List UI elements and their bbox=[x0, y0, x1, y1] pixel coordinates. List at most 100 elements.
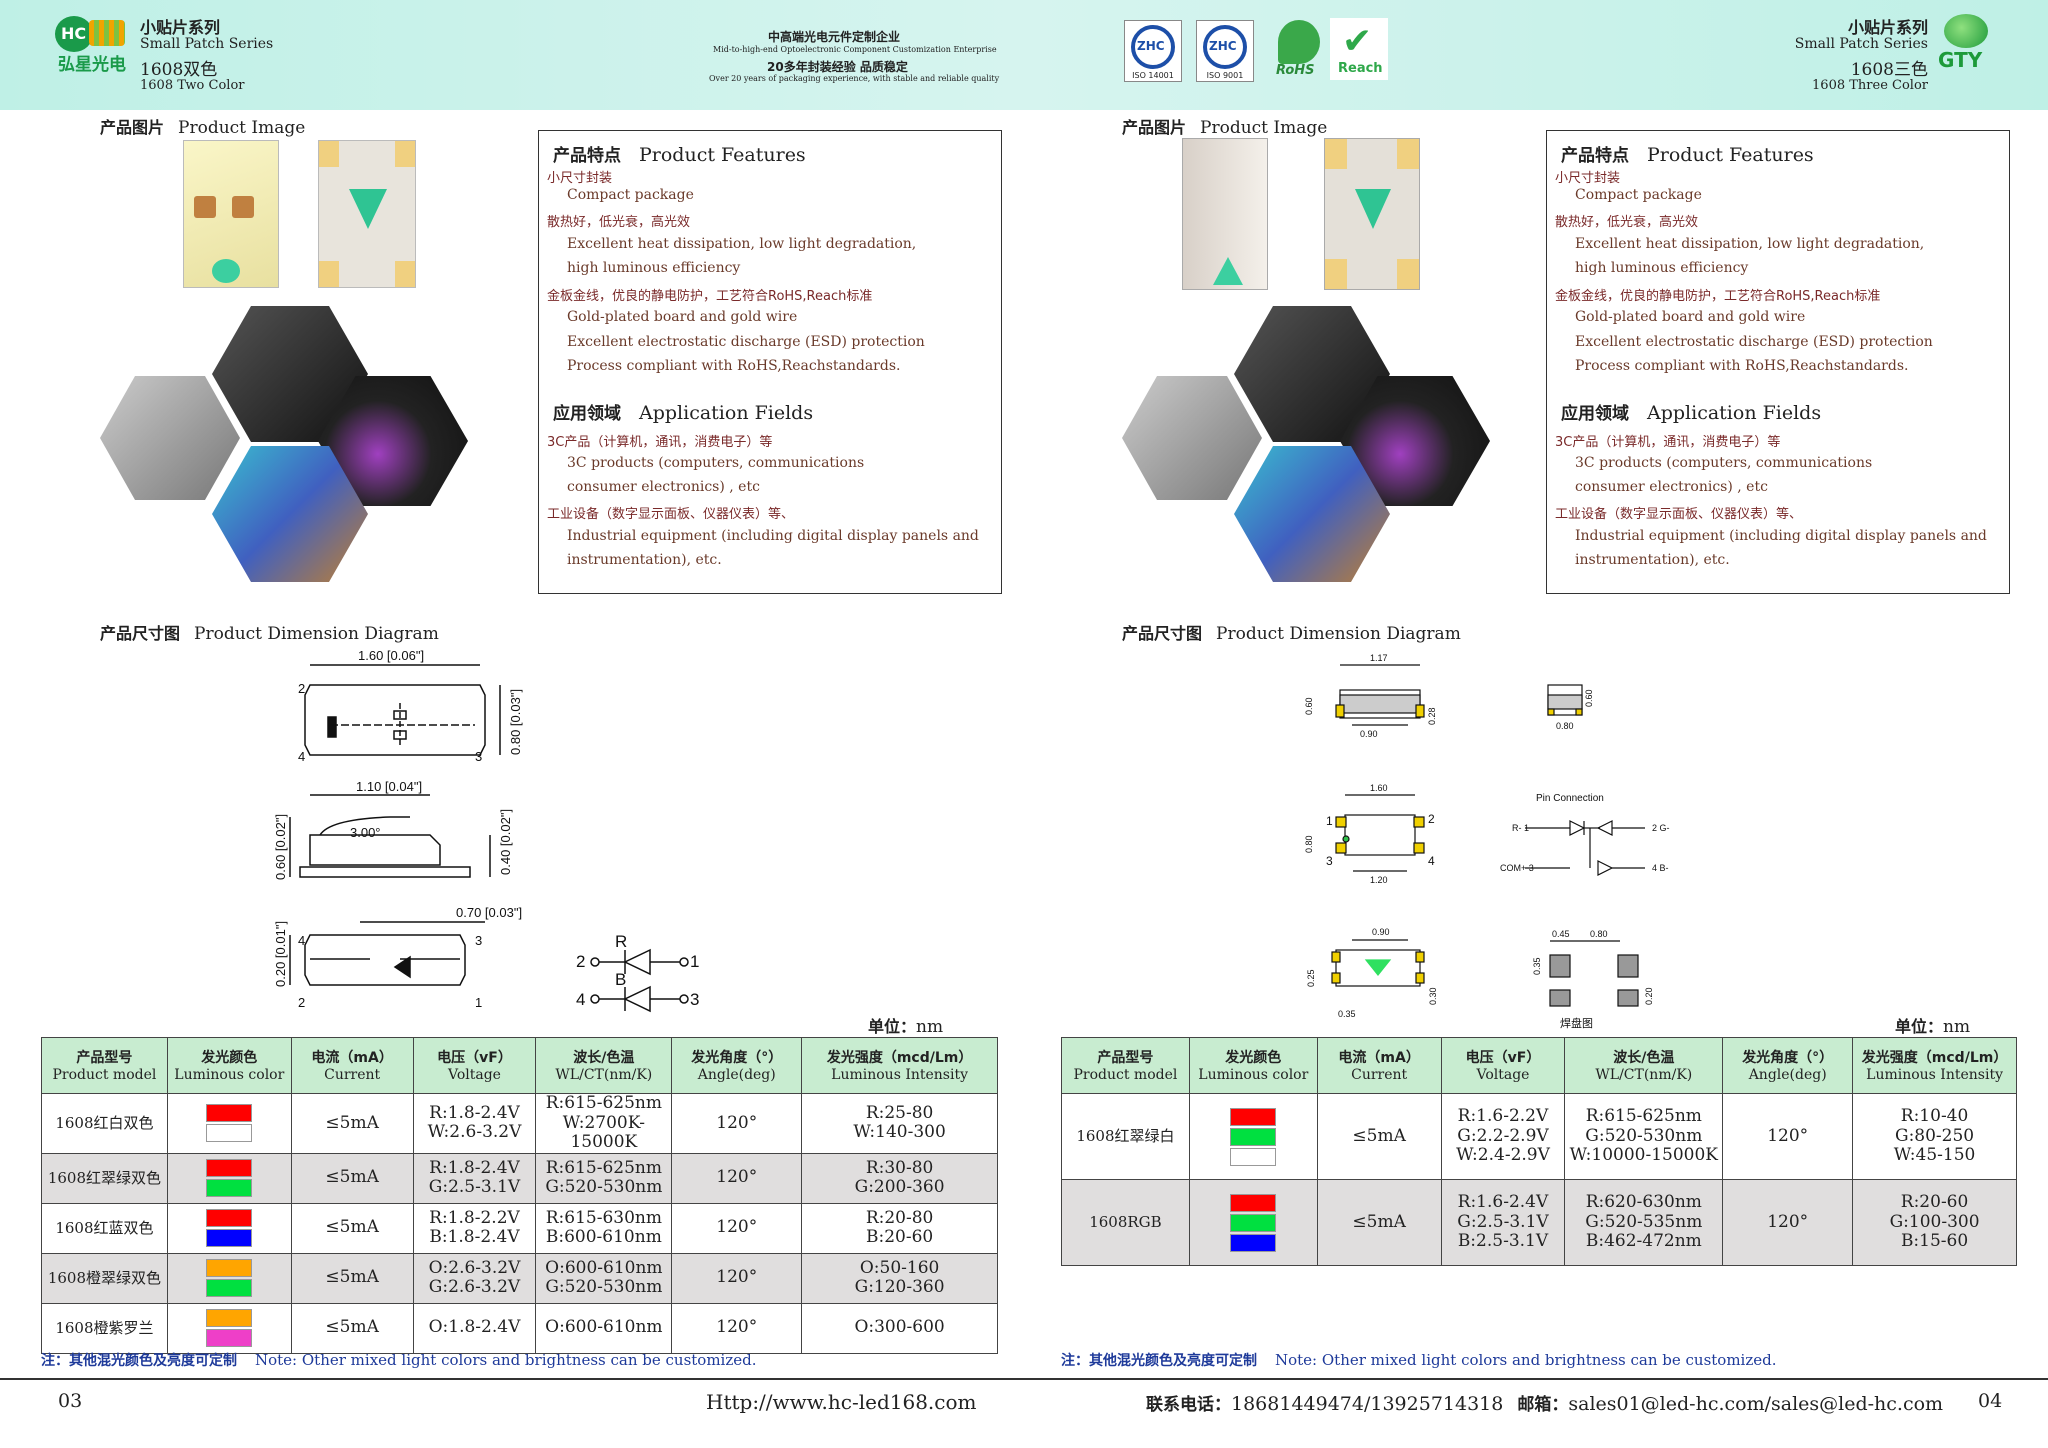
color-swatch bbox=[1230, 1107, 1277, 1126]
right-series-en: Small Patch Series bbox=[1794, 36, 1928, 52]
angle-cell: 120° bbox=[671, 1093, 803, 1154]
color-swatch bbox=[206, 1104, 253, 1123]
svg-text:4: 4 bbox=[298, 749, 305, 764]
color-swatch bbox=[1230, 1193, 1277, 1212]
svg-text:0.20: 0.20 bbox=[1644, 987, 1654, 1005]
table-header-6: 发光强度（mcd/Lm）Luminous Intensity bbox=[1852, 1037, 2017, 1094]
svg-text:2: 2 bbox=[576, 952, 585, 971]
svg-text:3: 3 bbox=[475, 749, 482, 764]
header-banner bbox=[0, 0, 2048, 110]
right-unit: 单位：nm bbox=[1895, 1017, 1971, 1037]
color-cell bbox=[1188, 1179, 1318, 1266]
wl-cell: O:600-610nm bbox=[535, 1302, 673, 1354]
svg-text:B: B bbox=[615, 970, 626, 989]
svg-text:2: 2 bbox=[298, 681, 305, 696]
left-unit: 单位：nm bbox=[868, 1017, 944, 1037]
color-swatch bbox=[1230, 1213, 1277, 1232]
current-cell: ≤5mA bbox=[1316, 1179, 1442, 1266]
rohs-icon: RoHS bbox=[1274, 18, 1324, 78]
svg-text:1.10 [0.04"]: 1.10 [0.04"] bbox=[356, 779, 422, 794]
svg-text:1: 1 bbox=[475, 995, 482, 1010]
color-swatch bbox=[206, 1159, 253, 1178]
experience-cn: 20多年封装经验 品质稳定 bbox=[767, 60, 908, 74]
color-cell bbox=[166, 1093, 292, 1154]
left-page-number: 03 bbox=[58, 1390, 83, 1412]
table-header-2: 电流（mA）Current bbox=[290, 1037, 414, 1094]
svg-text:4 B-: 4 B- bbox=[1652, 863, 1669, 873]
color-swatch bbox=[206, 1124, 253, 1143]
email-link[interactable]: sales01@led-hc.com/sales@led-hc.com bbox=[1568, 1393, 1944, 1415]
svg-text:R: R bbox=[615, 932, 627, 951]
svg-text:3: 3 bbox=[1326, 854, 1333, 868]
svg-text:0.30: 0.30 bbox=[1428, 987, 1438, 1005]
svg-text:焊盘图: 焊盘图 bbox=[1560, 1016, 1593, 1030]
table-header-6: 发光强度（mcd/Lm）Luminous Intensity bbox=[801, 1037, 998, 1094]
website-link[interactable]: Http://www.hc-led168.com bbox=[706, 1390, 977, 1414]
voltage-cell: O:1.8-2.4V bbox=[412, 1302, 537, 1354]
model-cell: 1608RGB bbox=[1061, 1179, 1190, 1266]
svg-text:0.90: 0.90 bbox=[1372, 927, 1390, 937]
app-photo-device bbox=[100, 376, 240, 500]
svg-text:3: 3 bbox=[475, 933, 482, 948]
reach-icon: ✔Reach bbox=[1330, 18, 1388, 80]
color-swatch bbox=[206, 1329, 253, 1348]
svg-text:1.60: 1.60 bbox=[1370, 783, 1388, 793]
led-photo-front bbox=[183, 140, 279, 288]
left-product-cn: 1608双色 bbox=[140, 60, 218, 80]
rgb-led-photo-back bbox=[1324, 138, 1420, 290]
right-series-cn: 小贴片系列 bbox=[1847, 18, 1928, 37]
svg-text:4: 4 bbox=[576, 990, 585, 1009]
color-cell bbox=[166, 1302, 292, 1354]
color-swatch bbox=[1230, 1147, 1277, 1166]
svg-text:4: 4 bbox=[298, 933, 305, 948]
gty-logo: GTY bbox=[1934, 14, 1994, 74]
table-header-3: 电压（vF）Voltage bbox=[1440, 1037, 1566, 1094]
led-photo-back bbox=[318, 140, 416, 288]
svg-text:1.20: 1.20 bbox=[1370, 875, 1388, 885]
svg-text:1.17: 1.17 bbox=[1370, 653, 1388, 663]
right-app-photo-device bbox=[1122, 376, 1262, 500]
hc-logo: HC bbox=[55, 14, 127, 54]
model-cell: 1608红翠绿白 bbox=[1061, 1093, 1190, 1180]
svg-text:0.60 [0.02"]: 0.60 [0.02"] bbox=[273, 814, 288, 880]
svg-text:0.80: 0.80 bbox=[1590, 929, 1608, 939]
tagline-en: Mid-to-high-end Optoelectronic Component… bbox=[713, 45, 997, 54]
table-header-2: 电流（mA）Current bbox=[1316, 1037, 1442, 1094]
color-swatch bbox=[206, 1259, 253, 1278]
svg-text:0.80: 0.80 bbox=[1556, 721, 1574, 731]
color-swatch bbox=[206, 1309, 253, 1328]
experience-en: Over 20 years of packaging experience, w… bbox=[709, 74, 1000, 83]
color-swatch bbox=[1230, 1233, 1277, 1252]
svg-text:0.80 [0.03"]: 0.80 [0.03"] bbox=[508, 689, 523, 755]
model-cell: 1608红翠绿双色 bbox=[41, 1152, 168, 1204]
current-cell: ≤5mA bbox=[290, 1202, 414, 1254]
model-cell: 1608橙紫罗兰 bbox=[41, 1302, 168, 1354]
